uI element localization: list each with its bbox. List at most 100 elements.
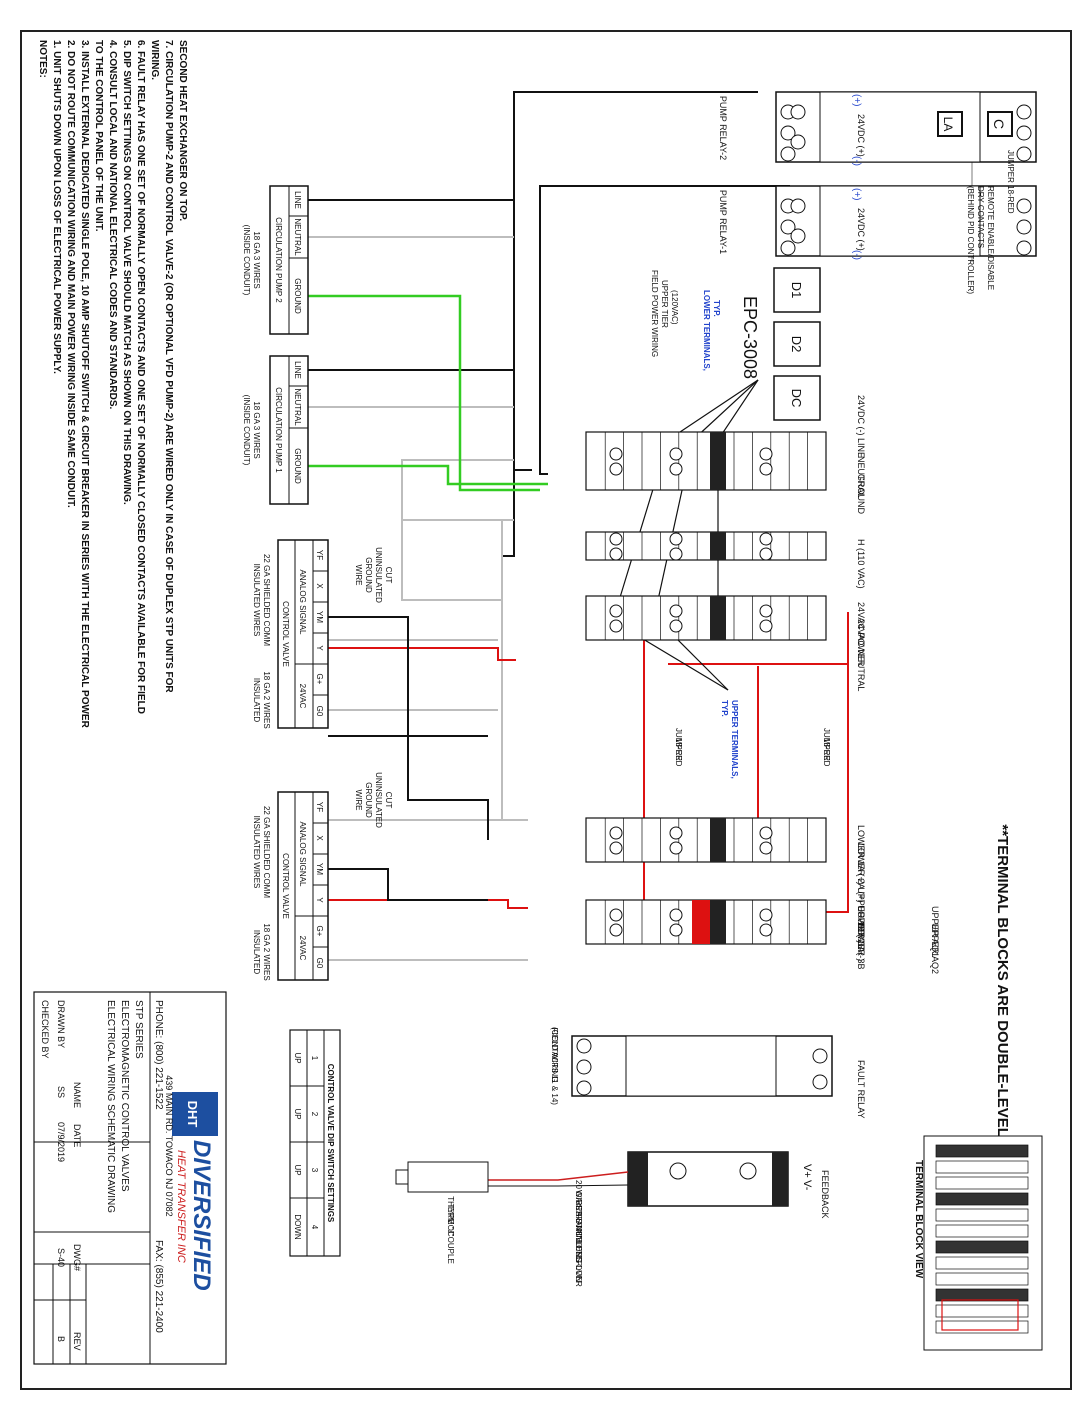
- block-view-cell: [935, 1192, 1029, 1206]
- valve2-wire-right-1: 18 GA 2 WIRES: [262, 923, 271, 980]
- fault-relay-term: [576, 1059, 592, 1075]
- valve2-cut-4: WIRE: [354, 790, 363, 811]
- note-line-8: WIRING.: [149, 40, 160, 80]
- valve2-col-gplus: G+: [315, 926, 324, 937]
- wire-relay1-black: [539, 185, 790, 475]
- valve2-col-yf: YF: [315, 802, 324, 812]
- pump-relay-1-term-top: [1016, 219, 1032, 235]
- block-view-cell: [935, 1256, 1029, 1270]
- block-lower12-screw: [609, 841, 623, 855]
- control-valve-2: YF X YM Y G+ G0 ANALOG SIGNAL 24VAC CONT…: [252, 772, 393, 981]
- pump-relay-2-term-bot: [780, 125, 796, 141]
- pump2-col-line: LINE: [293, 191, 302, 209]
- pump1-name: CIRCULATION PUMP 1: [274, 387, 283, 473]
- remote-line-3: (BEHIND PID CONTROLLER): [966, 186, 975, 294]
- block-line-neutral-ground-dark: [710, 432, 726, 490]
- fault-relay-a2: [812, 1074, 828, 1090]
- tc-line-2: THERMOCOUPLE: [446, 1196, 455, 1264]
- wire-red-valve1-y: [328, 647, 516, 661]
- dip-header-2: 2: [310, 1112, 319, 1117]
- feedback-sensor: V+ V- FEEDBACK 20 GA STRANDED TEFLON WIR…: [395, 1151, 830, 1287]
- note-line-7: 6. FAULT RELAY HAS ONE SET OF NORMALLY O…: [135, 40, 146, 714]
- block-24vac-screw: [669, 604, 683, 618]
- tb-line2: ELECTROMAGNETIC CONTROL VALVES: [119, 1000, 130, 1192]
- valve2-cut-3: GROUND: [364, 782, 373, 818]
- wire-layer: [298, 91, 989, 961]
- callout-lower-2: TYP.: [712, 300, 721, 317]
- callout-jumper-b-2: 18-RED: [822, 738, 831, 767]
- note-line-1: 1. UNIT SHUTS DOWN UPON LOSS OF ELECTRIC…: [51, 40, 62, 374]
- block-label-lower-3b: LOWER 3B: [856, 923, 866, 970]
- note-line-3: 3. INSTALL EXTERNAL DEDICATED SINGLE POL…: [79, 40, 90, 729]
- dip-title: CONTROL VALVE DIP SWITCH SETTINGS: [326, 1064, 335, 1223]
- fault-field-1: FIELD WIRING: [550, 1028, 559, 1083]
- pump-relay-2-term-top: [1016, 146, 1032, 162]
- pump-relay-2-term-bot: [780, 146, 796, 162]
- block-label-24vac-power: 24VAC POWER: [856, 602, 866, 667]
- circ-pump-1: LINE NEUTRAL GROUND CIRCULATION PUMP 1 1…: [242, 355, 309, 505]
- valve2-col-ym: YM: [315, 863, 324, 875]
- pump2-col-ground: GROUND: [293, 278, 302, 314]
- valve1-cut-1: CUT: [384, 567, 393, 584]
- pump-relay-1-term-top: [1016, 240, 1032, 256]
- fault-relay-label: FAULT RELAY: [856, 1060, 866, 1119]
- dip-switch-table: CONTROL VALVE DIP SWITCH SETTINGS 1 2 3 …: [289, 1029, 341, 1257]
- block-24vac-screw: [759, 619, 773, 633]
- valve1-cut-2: UNINSULATED: [374, 547, 383, 603]
- pump-relay-2-a2: [790, 134, 806, 150]
- block-lower12-dark: [710, 818, 726, 862]
- block-lower12-screw: [669, 841, 683, 855]
- block-line-neutral-ground-screw: [669, 462, 683, 476]
- block-line-neutral-ground-screw: [759, 447, 773, 461]
- block-lower12-screw: [609, 826, 623, 840]
- valve2-col-x: X: [315, 835, 324, 841]
- block-line-neutral-ground-screw: [609, 462, 623, 476]
- wire-red-valve2-y: [328, 899, 528, 909]
- valve1-wire-left-2: INSULATED WIRES: [252, 564, 261, 637]
- block-label-lower-3a: LOWER 3A: [856, 906, 866, 953]
- feedback-label: FEEDBACK: [820, 1170, 830, 1219]
- block-lower3-screw: [759, 923, 773, 937]
- valve1-col-g0: G0: [315, 706, 324, 717]
- callout-jumper-a-2: 18-RED: [674, 738, 683, 767]
- tb-dwg: S-40: [56, 1248, 66, 1267]
- control-valve-1: YF X YM Y G+ G0 ANALOG SIGNAL 24VAC CONT…: [252, 539, 393, 729]
- valve1-wire-right-2: INSULATED: [252, 678, 261, 723]
- block-h-dark: [710, 532, 726, 560]
- block-24vac-frame: [585, 595, 827, 641]
- valve1-24vac: 24VAC: [298, 684, 307, 709]
- note-line-2: 2. DO NOT ROUTE COMMUNICATION WIRING AND…: [65, 40, 76, 508]
- block-lower3-screw: [609, 908, 623, 922]
- block-lower3-screw: [669, 908, 683, 922]
- relay1-name: PUMP RELAY-1: [718, 190, 728, 254]
- block-h-screw: [759, 532, 773, 546]
- notes-heading: NOTES:: [37, 40, 48, 78]
- block-view-cell: [935, 1288, 1029, 1302]
- tc-line-1: TYPE "J": [446, 1204, 455, 1237]
- remote-c-label: C: [991, 119, 1007, 129]
- pump-relay-1-term-top: [1016, 198, 1032, 214]
- block-label-lower-1a: LOWER 1A (+) UPPER 1B (-): [856, 825, 866, 943]
- feedback-minus: V-: [801, 1180, 813, 1191]
- callout-upper-2: TYP.: [720, 700, 729, 717]
- relay1-plus: (+): [851, 188, 862, 201]
- fault-field-2: (CONTACTS 11 & 14): [550, 1027, 559, 1105]
- valve1-col-y: Y: [315, 645, 324, 651]
- valve2-col-g0: G0: [315, 958, 324, 969]
- remote-jumper-label: JUMPER 18-RED: [1006, 150, 1015, 214]
- callout-field-power-1: FIELD POWER WIRING: [650, 270, 659, 357]
- valve2-col-dividers: [295, 822, 328, 948]
- block-label-ground: GROUND: [856, 474, 866, 514]
- block-view-cell: [935, 1176, 1029, 1190]
- valve1-cut-3: GROUND: [364, 557, 373, 593]
- block-line-neutral-ground-screw: [609, 447, 623, 461]
- wire-gray-neutral-bus: [401, 459, 514, 601]
- valve2-wire-right-2: INSULATED: [252, 930, 261, 975]
- valve2-24vac: 24VAC: [298, 936, 307, 961]
- controller-name: EPC-3008: [740, 296, 760, 379]
- block-lower12-frame: [585, 817, 827, 863]
- fault-relay-term: [576, 1038, 592, 1054]
- callout-upper-1: UPPER TERMINALS,: [730, 700, 739, 779]
- pump-relay-2-term-top: [1016, 125, 1032, 141]
